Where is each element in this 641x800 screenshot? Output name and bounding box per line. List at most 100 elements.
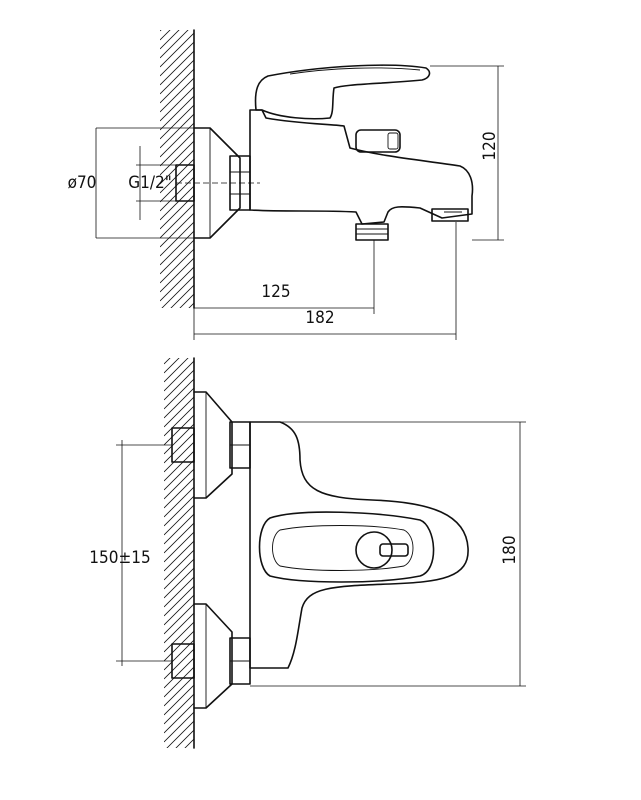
wall-hatch-line bbox=[160, 86, 194, 122]
wall-hatch-line bbox=[164, 621, 194, 653]
dim-center-distance-label: 150±15 bbox=[89, 548, 150, 568]
wall-hatch-line bbox=[164, 675, 194, 707]
dim-width-label: 180 bbox=[500, 535, 520, 564]
wall-hatch-line bbox=[160, 339, 194, 373]
wall-hatch-line bbox=[160, 131, 194, 167]
wall-hatch-line bbox=[166, 720, 194, 748]
wall-hatch-line bbox=[164, 495, 194, 527]
wall-hatch-line bbox=[164, 558, 194, 590]
wall-hatch-line bbox=[164, 648, 194, 680]
wall-hatch-line bbox=[160, 266, 194, 302]
top-view: 150±15 180 bbox=[89, 298, 526, 800]
dim-flange-diameter-label: ø70 bbox=[68, 173, 97, 193]
dim-width: 180 bbox=[250, 421, 526, 687]
wall-hatch-line bbox=[164, 684, 194, 716]
wall-hatch-line bbox=[160, 230, 194, 266]
wall-hatch-line bbox=[164, 298, 194, 328]
wall-hatch-line bbox=[164, 711, 194, 743]
wall-hatch-line bbox=[164, 360, 194, 392]
wall-hatch-line bbox=[160, 0, 194, 4]
wall-hatch-line bbox=[164, 612, 194, 644]
wall-hatch-line bbox=[164, 702, 194, 734]
wall-hatch-line bbox=[160, 0, 194, 13]
wall-hatch-line bbox=[160, 50, 194, 86]
wall-hatch-line bbox=[160, 104, 194, 140]
wall-hatch-line bbox=[160, 30, 180, 50]
mixer-body-top bbox=[249, 421, 469, 669]
dim-height: 120 bbox=[430, 65, 504, 241]
wall-hatch-line bbox=[179, 293, 194, 308]
wall-hatch-line bbox=[164, 549, 194, 581]
wall-hatch-line bbox=[164, 358, 171, 365]
wall-hatch-line bbox=[164, 441, 194, 473]
shower-outlet-thread bbox=[355, 223, 389, 241]
wall-hatch-line bbox=[164, 594, 194, 626]
wall-hatch-line bbox=[160, 30, 162, 32]
dim-outlet-distance: 125 bbox=[194, 240, 375, 314]
wall-hatch-line bbox=[164, 316, 194, 346]
wall-hatch-line bbox=[160, 77, 194, 113]
wall-hatch-line bbox=[160, 113, 194, 149]
flange-lower bbox=[171, 603, 251, 709]
wall-hatch-line bbox=[164, 657, 194, 689]
wall-hatch-line bbox=[164, 468, 194, 500]
lever-handle-side[interactable] bbox=[254, 64, 431, 120]
side-view: ø70 G1/2" 120 125 182 bbox=[68, 0, 504, 391]
wall-hatch-line bbox=[164, 477, 194, 509]
flange-upper bbox=[171, 391, 251, 499]
dim-thread-size-label: G1/2" bbox=[128, 173, 172, 193]
wall-hatch-line bbox=[160, 140, 194, 176]
lever-handle-top[interactable] bbox=[258, 511, 435, 583]
wall-hatch-line bbox=[160, 330, 194, 364]
wall-hatch-line bbox=[188, 302, 194, 308]
wall-hatch-line bbox=[160, 68, 194, 104]
wall-hatch-line bbox=[164, 793, 194, 800]
dim-total-depth-label: 182 bbox=[305, 308, 334, 328]
wall-hatch-line bbox=[160, 321, 194, 355]
wall-hatch-line bbox=[184, 738, 194, 748]
wall-hatch-line bbox=[160, 167, 194, 203]
wall-hatch-line bbox=[170, 284, 194, 308]
wall-hatch-line bbox=[164, 396, 194, 428]
wall-hatch-line bbox=[161, 275, 194, 308]
wall-hatch-line bbox=[164, 414, 194, 446]
wall-hatch-line bbox=[160, 30, 171, 41]
wall-hatch-line bbox=[164, 307, 194, 337]
wall-hatch-line bbox=[164, 450, 194, 482]
wall-hatch-line bbox=[160, 357, 194, 391]
wall-hatch-line bbox=[164, 358, 180, 374]
wall-hatch-line bbox=[164, 522, 194, 554]
wall-hatch-line bbox=[160, 194, 194, 230]
wall-hatch-line bbox=[160, 59, 194, 95]
wall-hatch-line bbox=[164, 432, 194, 464]
wall-hatch-line bbox=[164, 766, 194, 796]
wall-hatch-line bbox=[193, 747, 194, 748]
wall-hatch-line bbox=[164, 666, 194, 698]
wall-hatch-line bbox=[160, 30, 189, 59]
wall-hatch-line bbox=[164, 567, 194, 599]
wall-hatch-line bbox=[164, 639, 194, 671]
wall-hatch-line bbox=[160, 185, 194, 221]
wall-hatch-line bbox=[164, 513, 194, 545]
wall-bottom bbox=[164, 298, 195, 800]
wall-hatch-line bbox=[160, 149, 194, 185]
wall-hatch-line bbox=[164, 576, 194, 608]
wall-hatch-line bbox=[160, 312, 194, 346]
wall-hatch-line bbox=[164, 378, 194, 410]
wall-hatch-line bbox=[164, 775, 194, 800]
diverter-knob[interactable] bbox=[355, 129, 401, 153]
wall-hatch-line bbox=[160, 122, 194, 158]
wall-hatch-line bbox=[160, 41, 194, 77]
dim-total-depth: 182 bbox=[193, 222, 457, 340]
wall-hatch-line bbox=[160, 32, 194, 68]
wall-hatch-line bbox=[164, 784, 194, 800]
wall-hatch-line bbox=[160, 203, 194, 239]
wall-hatch-line bbox=[164, 585, 194, 617]
dim-outlet-distance-label: 125 bbox=[261, 282, 290, 302]
wall-hatch-line bbox=[160, 221, 194, 257]
spout-outlet bbox=[431, 208, 469, 222]
wall-hatch-line bbox=[160, 212, 194, 248]
wall-hatch-line bbox=[164, 358, 189, 383]
wall-hatch-line bbox=[164, 423, 194, 455]
